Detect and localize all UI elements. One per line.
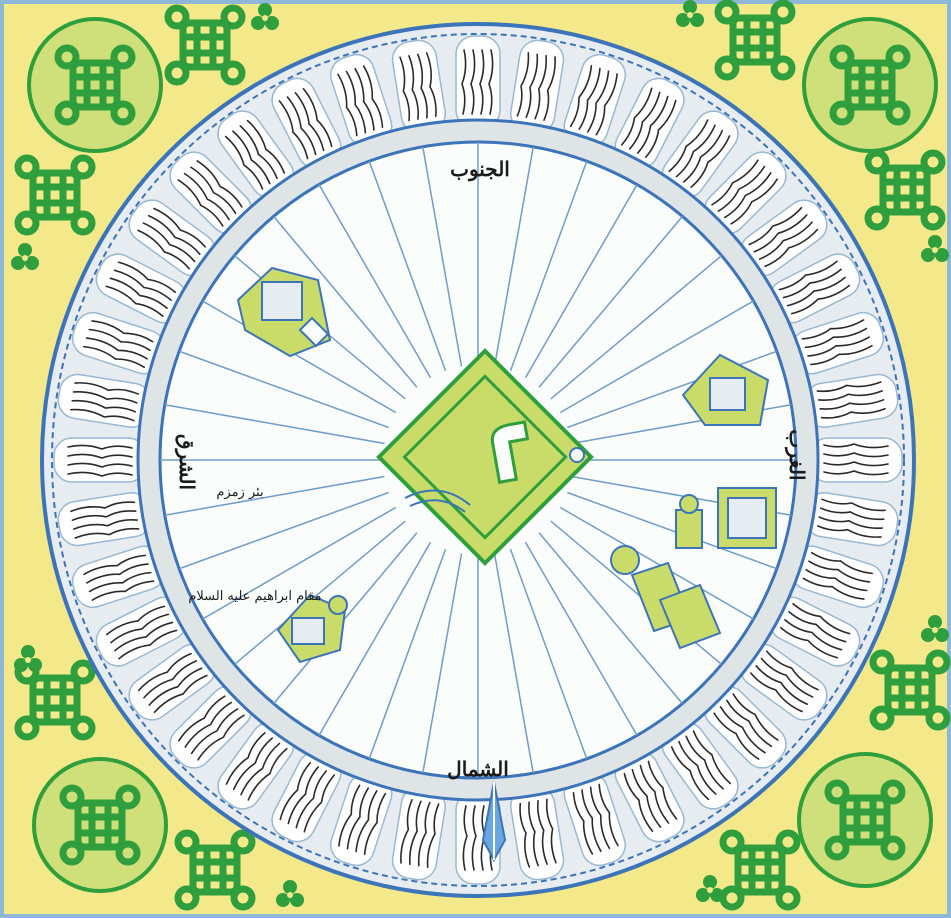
label-east: الشرق bbox=[174, 434, 199, 490]
ring-tab bbox=[456, 36, 500, 128]
label-south: الجنوب bbox=[450, 157, 510, 182]
corner-medallion-top-right bbox=[804, 19, 936, 151]
shrine-right-middle bbox=[676, 488, 776, 548]
corner-medallion-bottom-right bbox=[799, 754, 931, 886]
label-north: الشمال bbox=[447, 757, 509, 781]
corner-medallion-top-left bbox=[29, 19, 161, 151]
label-west: الغرب bbox=[784, 429, 809, 480]
ring-tab bbox=[54, 438, 146, 482]
label-maqam: مقام ابراهيم عليه السلام bbox=[188, 589, 321, 604]
ring-tab bbox=[810, 438, 902, 482]
corner-medallion-bottom-left bbox=[34, 759, 166, 891]
black-stone bbox=[570, 448, 584, 462]
label-zamzam: بئر زمزم bbox=[216, 485, 263, 500]
